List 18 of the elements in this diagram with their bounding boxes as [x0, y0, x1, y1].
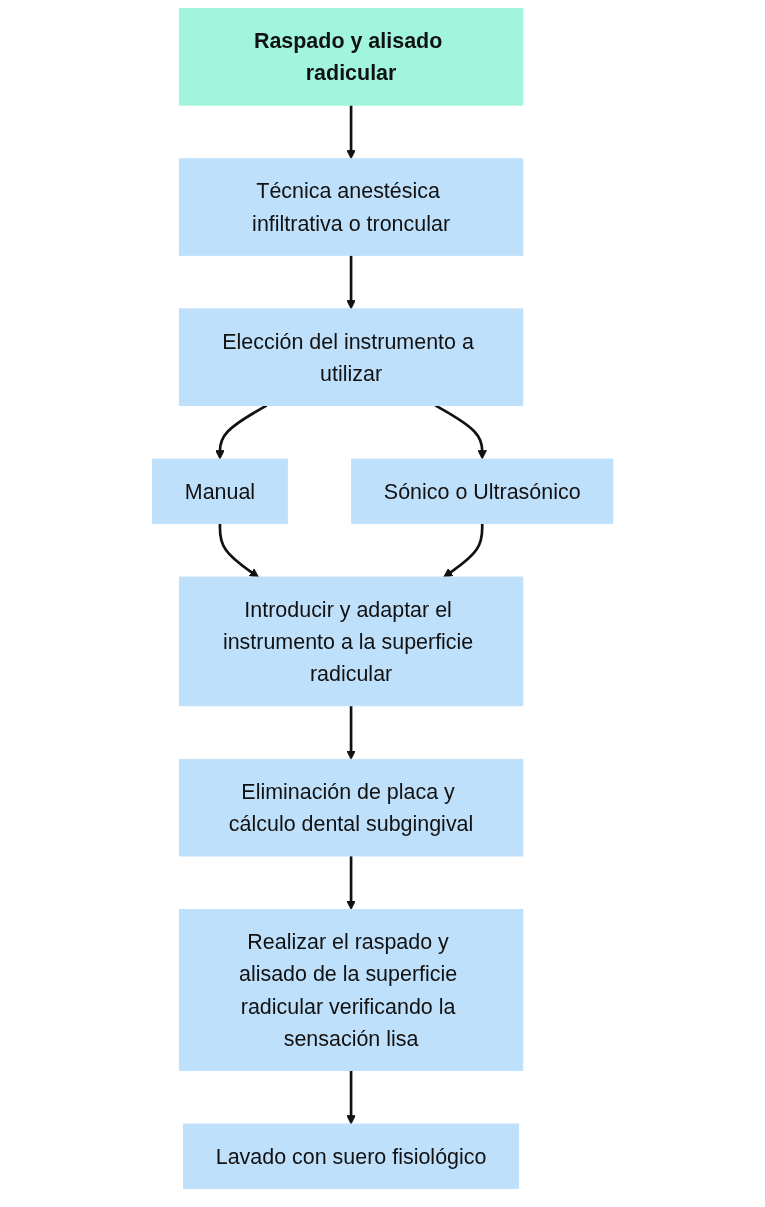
node-box: Técnica anestésica infiltrativa o troncular [178, 158, 524, 256]
node-box: Realizar el raspado y alisado de la superficie radicular verificando la sensación lisa [178, 909, 524, 1071]
node-box: Manual [151, 458, 288, 524]
arrow [443, 523, 484, 578]
node-box: Introducir y adaptar el instrumento a la superficie radicular [178, 576, 524, 707]
arrow [215, 404, 268, 460]
arrow [218, 523, 259, 578]
arrow [346, 705, 356, 760]
node-box: Eliminación de placa y cálculo dental subgingival [178, 758, 524, 857]
node-box: Lavado con suero fisiológico [182, 1123, 519, 1189]
arrow [346, 105, 356, 160]
arrow [434, 404, 487, 460]
arrow [346, 855, 356, 910]
node-box: Raspado y alisado radicular [178, 8, 524, 106]
node-box: Sónico o Ultrasónico [350, 458, 614, 524]
node-box: Elección del instrumento a utilizar [178, 308, 524, 406]
arrow [346, 255, 356, 310]
arrow [346, 1070, 356, 1125]
